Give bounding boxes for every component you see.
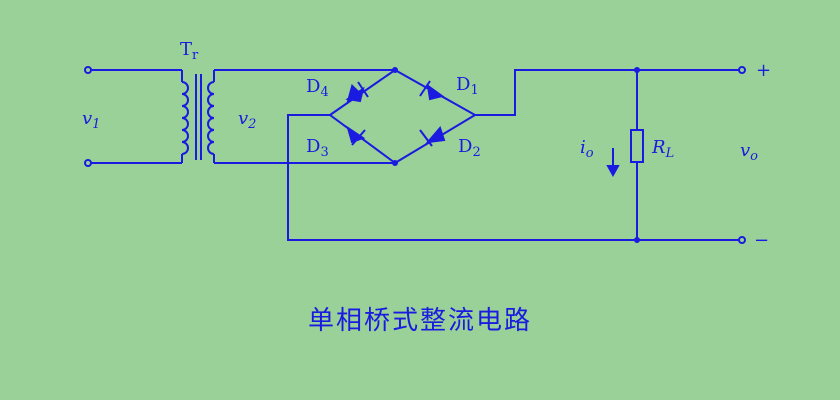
input-terminal-top [84, 66, 92, 74]
label-d2: D2 [458, 136, 481, 160]
primary-coil [181, 70, 189, 163]
bridge-rectifier [329, 69, 476, 164]
label-d1: D1 [456, 74, 479, 98]
label-d3: D3 [306, 136, 329, 160]
diode-d4 [345, 81, 369, 104]
label-transformer: Tr [180, 39, 199, 63]
label-plus: + [756, 60, 771, 81]
diode-d1 [419, 80, 445, 101]
label-v2: v2 [238, 108, 256, 132]
label-rl: RL [651, 137, 674, 161]
diode-d3 [346, 125, 366, 146]
node-top [392, 67, 398, 73]
negative-rail [287, 114, 740, 241]
positive-rail [475, 69, 740, 116]
diode-d2 [419, 126, 446, 147]
node-bottom [392, 160, 398, 166]
input-terminal-bottom [84, 159, 92, 167]
label-d4: D4 [306, 76, 329, 100]
current-arrow-head [606, 165, 620, 178]
output-terminal-minus [738, 236, 746, 244]
output-terminal-plus [738, 66, 746, 74]
node-load-bottom [634, 237, 640, 243]
secondary-coil [207, 70, 215, 163]
label-v1: v1 [82, 108, 100, 132]
load-resistor [630, 129, 644, 163]
diagram-title: 单相桥式整流电路 [307, 306, 532, 336]
label-minus: − [754, 230, 769, 251]
label-io: io [580, 137, 594, 161]
node-load-top [634, 67, 640, 73]
label-vo: vo [740, 140, 758, 164]
